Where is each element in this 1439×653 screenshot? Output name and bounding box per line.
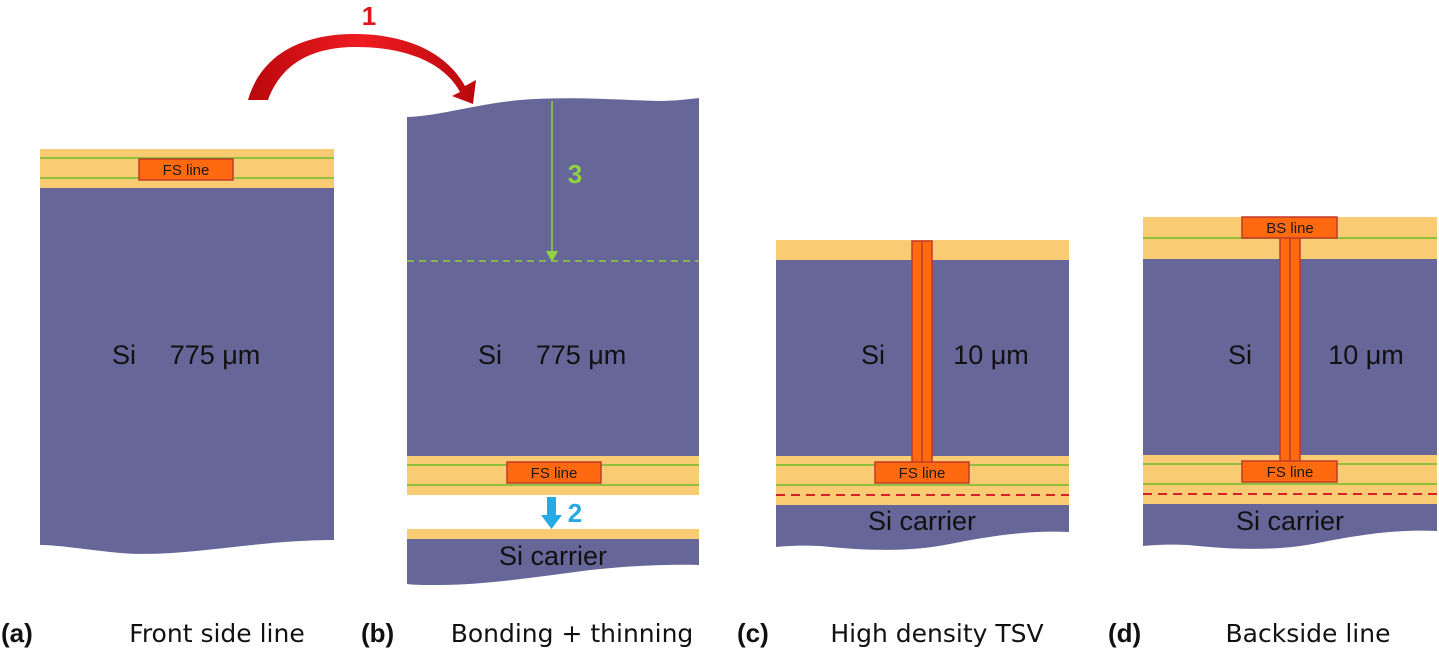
thickness-label-a: 775 μm	[170, 340, 261, 370]
fs-line-label-d: FS line	[1267, 464, 1314, 481]
si-carrier-c	[776, 505, 1069, 550]
bs-line-label-d: BS line	[1266, 220, 1314, 237]
fs-line-label-b: FS line	[531, 465, 578, 482]
fs-line-label-c: FS line	[899, 465, 946, 482]
caption-text-c: High density TSV	[830, 619, 1043, 648]
step-2-label: 2	[568, 498, 582, 528]
panel-c: FS line Si 10 μm Si carrier	[776, 240, 1069, 550]
caption-letter-c: (c)	[737, 618, 769, 648]
si-carrier-b	[407, 539, 699, 585]
flip-arrow-icon	[248, 34, 476, 104]
si-label-b: Si	[478, 340, 502, 370]
panel-d: BS line FS line Si 10 μm Si carrier	[1143, 216, 1437, 549]
fs-line-pad-a	[138, 158, 234, 181]
thickness-label-b: 775 μm	[536, 340, 627, 370]
fs-line-label-a: FS line	[163, 162, 210, 179]
silicon-wafer-a	[40, 188, 334, 554]
fs-line-pad-d	[1241, 460, 1338, 483]
si-label-d: Si	[1228, 340, 1252, 370]
thinning-arrow-icon	[546, 251, 558, 262]
thickness-label-c: 10 μm	[953, 340, 1029, 370]
caption-text-d: Backside line	[1226, 619, 1391, 648]
bs-line-pad-d	[1241, 216, 1338, 239]
caption-text-b: Bonding + thinning	[451, 619, 694, 648]
fs-line-pad-b	[506, 461, 602, 484]
bonding-arrow-icon	[541, 497, 562, 529]
fs-line-pad-c	[874, 461, 970, 484]
thickness-label-d: 10 μm	[1328, 340, 1404, 370]
caption-text-a: Front side line	[129, 619, 304, 648]
caption-letter-a: (a)	[1, 618, 33, 648]
caption-letter-d: (d)	[1108, 618, 1141, 648]
panel-a: FS line Si 775 μm	[40, 149, 334, 554]
flip-arrow: 1	[248, 1, 476, 104]
caption-letter-b: (b)	[361, 618, 394, 648]
step-3-label: 3	[568, 159, 582, 189]
si-carrier-d	[1143, 504, 1437, 549]
panel-b: FS line Si 775 μm 3 2 Si carrier	[407, 98, 699, 585]
silicon-wafer-b	[407, 98, 699, 456]
carrier-label-c: Si carrier	[868, 506, 976, 536]
step-1-label: 1	[362, 1, 376, 31]
carrier-label-b: Si carrier	[499, 541, 607, 571]
carrier-label-d: Si carrier	[1236, 506, 1344, 536]
si-label-a: Si	[112, 340, 136, 370]
carrier-oxide-b	[407, 529, 699, 539]
captions: (a) Front side line (b) Bonding + thinni…	[1, 618, 1390, 648]
si-label-c: Si	[861, 340, 885, 370]
